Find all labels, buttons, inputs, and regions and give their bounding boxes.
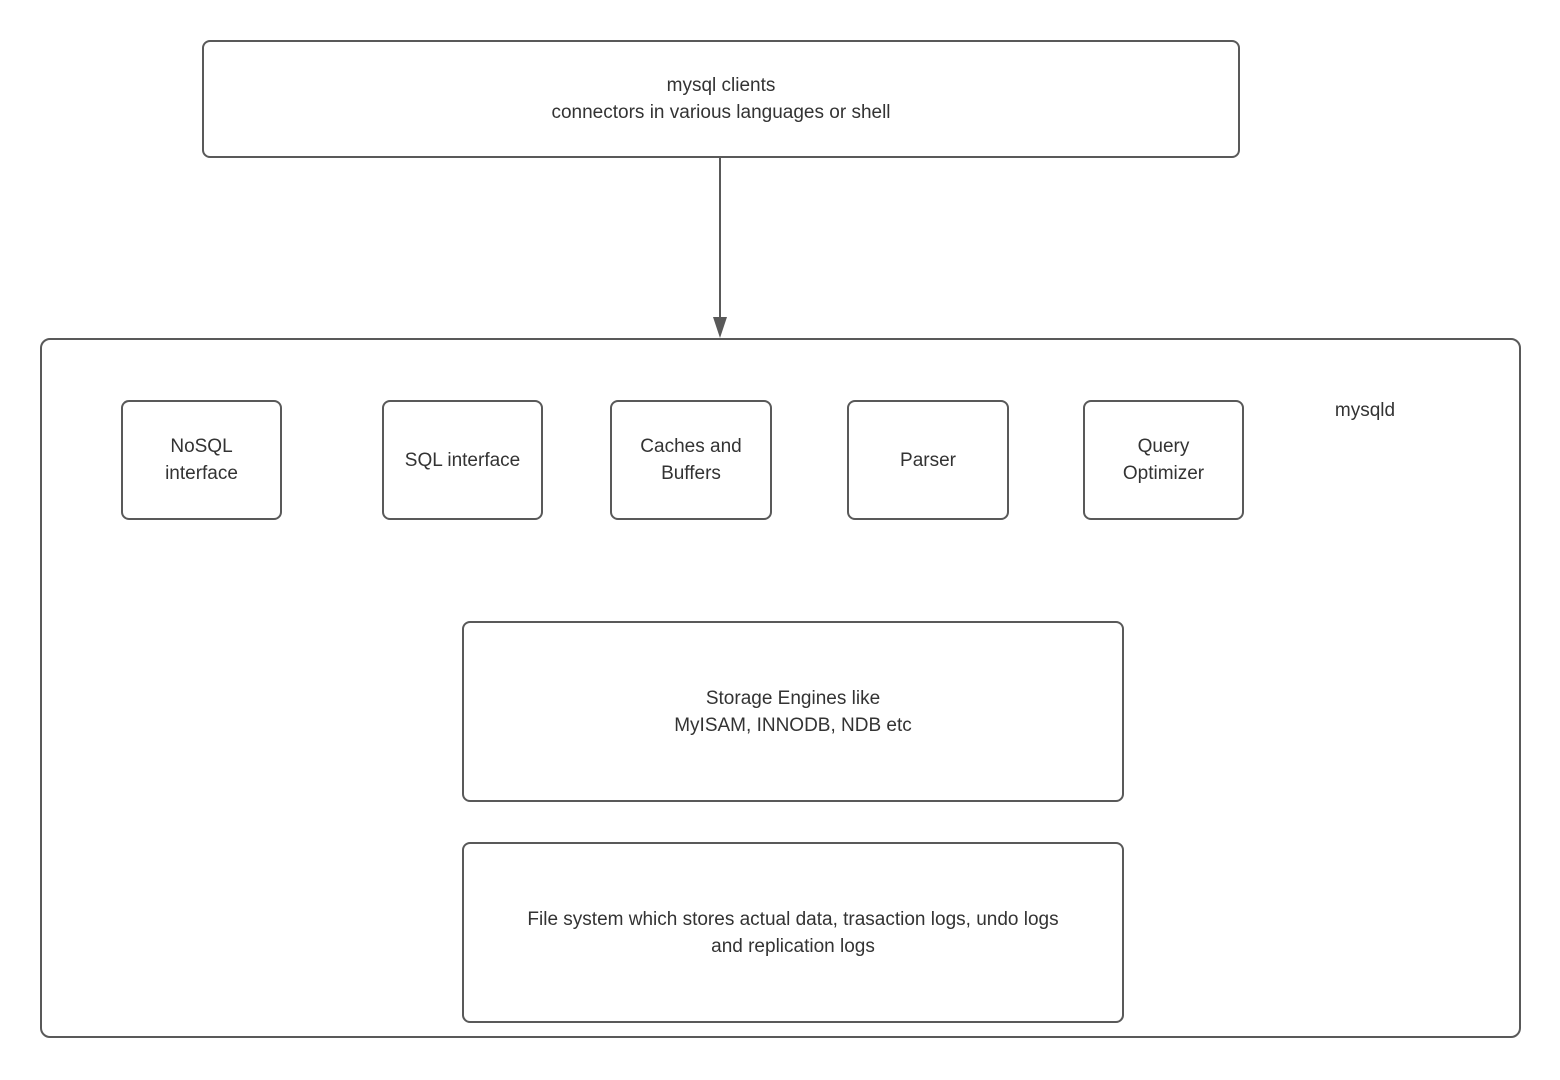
query-optimizer-label: Query Optimizer — [1122, 436, 1205, 484]
clients-to-mysqld-arrow — [713, 158, 727, 338]
file-system-label: File system which stores actual data, tr… — [527, 908, 1059, 957]
component-box-caches-and-buffers: Caches and Buffers — [610, 400, 772, 520]
mysqld-container-label: mysqld — [1334, 400, 1396, 421]
storage-engines-label: Storage Engines like MyISAM, INNODB, NDB… — [674, 687, 912, 736]
mysqld-container: mysqld NoSQL interface SQL interface Cac… — [40, 338, 1521, 1038]
component-box-nosql-interface: NoSQL interface — [121, 400, 282, 520]
parser-label: Parser — [900, 449, 956, 471]
component-box-query-optimizer: Query Optimizer — [1083, 400, 1244, 520]
component-box-sql-interface: SQL interface — [382, 400, 543, 520]
caches-and-buffers-label: Caches and Buffers — [640, 436, 742, 484]
nosql-interface-label: NoSQL interface — [165, 436, 238, 484]
storage-engines-box: Storage Engines like MyISAM, INNODB, NDB… — [462, 621, 1124, 802]
clients-box: mysql clients connectors in various lang… — [202, 40, 1240, 158]
component-box-parser: Parser — [847, 400, 1009, 520]
clients-box-label: mysql clients connectors in various lang… — [551, 75, 891, 123]
sql-interface-label: SQL interface — [404, 449, 521, 471]
file-system-box: File system which stores actual data, tr… — [462, 842, 1124, 1023]
